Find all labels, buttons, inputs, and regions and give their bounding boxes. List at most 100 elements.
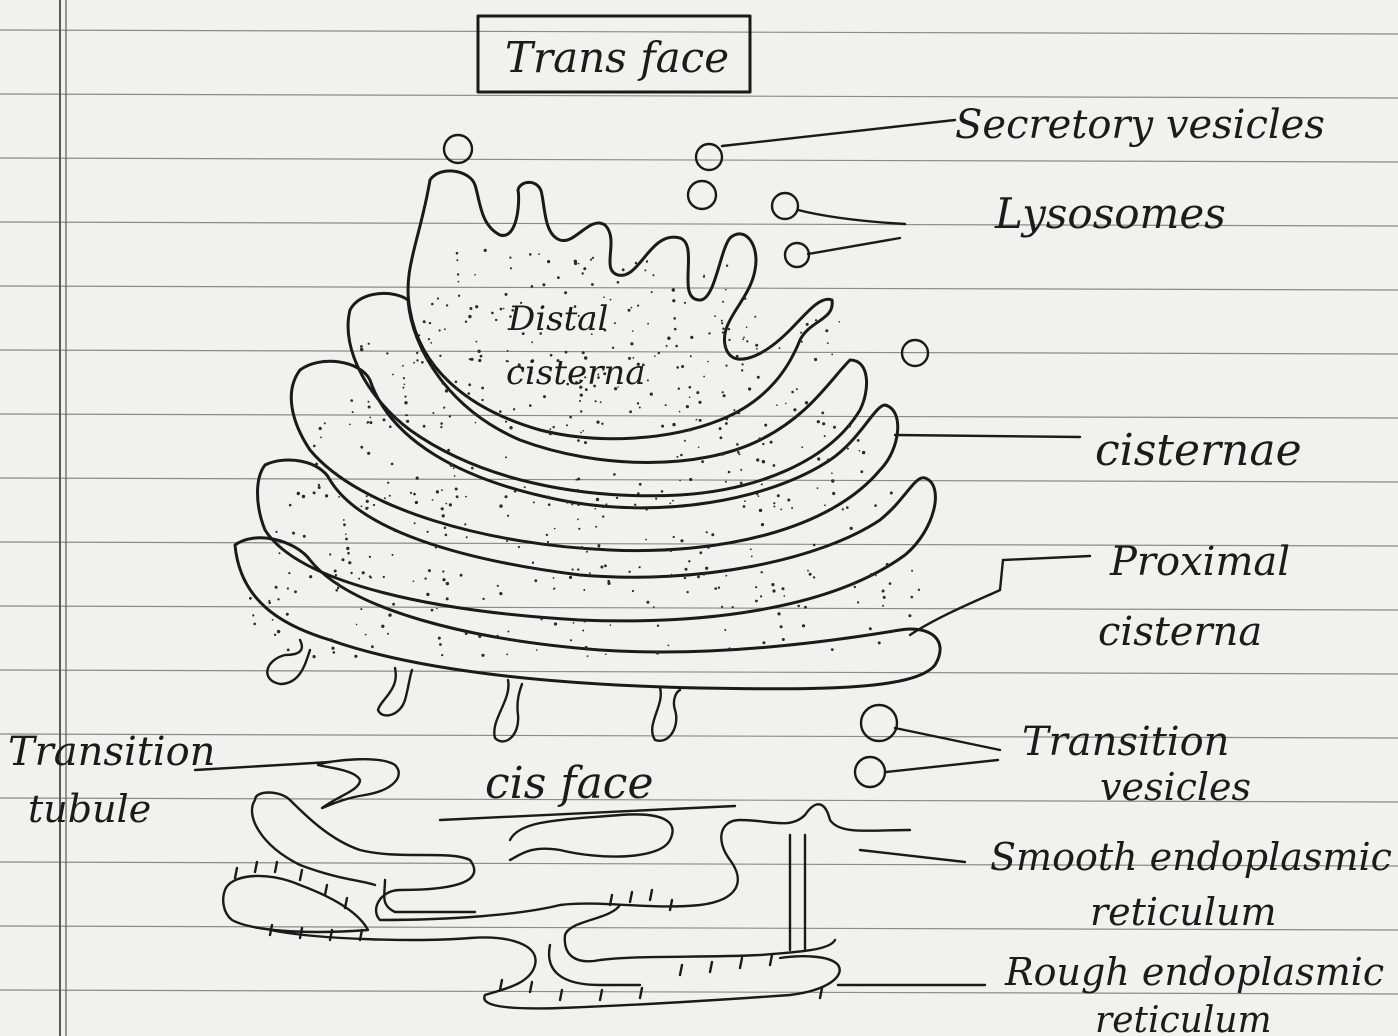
stipple-dot (348, 561, 351, 564)
stipple-dot (414, 522, 416, 524)
stipple-dot (446, 582, 449, 585)
stipple-dot (673, 536, 675, 538)
stipple-dot (770, 441, 773, 444)
stipple-dot (756, 348, 758, 350)
stipple-dot (455, 381, 458, 384)
stipple-dot (335, 589, 338, 592)
label-rough-er-2: reticulum (1095, 1000, 1272, 1036)
stipple-dot (733, 409, 735, 411)
stipple-dot (277, 598, 279, 600)
stipple-dot (366, 495, 368, 497)
stipple-dot (814, 358, 817, 361)
stipple-dot (714, 315, 716, 317)
stipple-dot (817, 487, 819, 489)
ruled-line (0, 350, 1398, 354)
stipple-dot (689, 397, 691, 399)
stipple-dot (445, 534, 448, 537)
stipple-dot (441, 507, 444, 510)
stipple-dot (292, 532, 295, 535)
stipple-dot (756, 458, 759, 461)
stipple-dot (516, 639, 518, 641)
stipple-dot (346, 547, 349, 550)
stipple-dot (603, 296, 605, 298)
stipple-dot (587, 655, 589, 657)
ribosome-tick (530, 982, 532, 992)
stipple-dot (253, 623, 256, 626)
stipple-dot (756, 493, 758, 495)
stipple-dot (807, 570, 809, 572)
stipple-dot (817, 420, 820, 423)
stipple-dot (672, 500, 674, 502)
stipple-dot (703, 573, 706, 576)
stipple-dot (632, 590, 634, 592)
stipple-dot (481, 399, 483, 401)
stipple-dot (736, 443, 739, 446)
stipple-dot (338, 496, 340, 498)
stipple-dot (509, 257, 511, 259)
ruled-line (0, 478, 1398, 482)
label-distal-cisterna-2: cisterna (506, 353, 646, 393)
stipple-dot (832, 492, 835, 495)
stipple-dot (725, 422, 728, 425)
stipple-dot (801, 341, 803, 343)
stipple-dot (728, 339, 730, 341)
stipple-dot (499, 504, 502, 507)
stipple-dot (672, 423, 675, 426)
stipple-dot (809, 573, 812, 576)
stipple-dot (436, 490, 439, 493)
stipple-dot (577, 478, 580, 481)
stipple-dot (554, 587, 556, 589)
stipple-dot (505, 421, 507, 423)
stipple-dot (622, 268, 625, 271)
label-cisternae: cisternae (1095, 425, 1302, 476)
stipple-dot (389, 425, 392, 428)
stipple-dot (426, 357, 429, 360)
stipple-dot (468, 392, 471, 395)
stipple-dot (689, 478, 692, 481)
stipple-dot (499, 410, 502, 413)
stipple-dot (391, 463, 394, 466)
stipple-dot (646, 601, 649, 604)
bud-3 (494, 680, 522, 741)
stipple-dot (742, 338, 744, 340)
stipple-dot (424, 577, 426, 579)
stipple-dot (362, 571, 365, 574)
ribosome-tick (770, 955, 772, 965)
stipple-dot (505, 495, 508, 498)
stipple-dot (601, 423, 603, 425)
stipple-dot (699, 551, 702, 554)
stipple-dot (347, 552, 350, 555)
stipple-dot (652, 576, 654, 578)
stipple-dot (755, 586, 757, 588)
stipple-dot (705, 567, 708, 570)
stipple-dot (714, 587, 717, 590)
label-rough-er-1: Rough endoplasmic (1004, 950, 1384, 994)
stipple-dot (696, 391, 699, 394)
stipple-dot (785, 403, 787, 405)
stipple-dot (297, 492, 300, 495)
stipple-dot (722, 328, 724, 330)
stipple-dot (738, 453, 740, 455)
stipple-dot (722, 391, 724, 393)
stipple-dot (469, 358, 471, 360)
stipple-dot (577, 503, 580, 506)
stipple-dot (591, 283, 594, 286)
stipple-dot (600, 401, 602, 403)
stipple-dot (582, 272, 584, 274)
label-lysosomes: Lysosomes (994, 189, 1226, 238)
stipple-dot (583, 589, 585, 591)
stipple-dot (869, 627, 872, 630)
stipple-dot (566, 501, 569, 504)
stipple-dot (318, 486, 321, 489)
stipple-dot (440, 426, 442, 428)
stipple-dot (354, 655, 357, 658)
stipple-dot (466, 536, 468, 538)
stipple-dot (637, 305, 639, 307)
label-proximal-cisterna-2: cisterna (1098, 609, 1262, 655)
stipple-dot (533, 501, 535, 503)
stipple-dot (831, 479, 834, 482)
stipple-dot (580, 546, 583, 549)
stipple-dot (793, 408, 796, 411)
stipple-dot (437, 297, 439, 299)
stipple-dot (538, 253, 540, 255)
